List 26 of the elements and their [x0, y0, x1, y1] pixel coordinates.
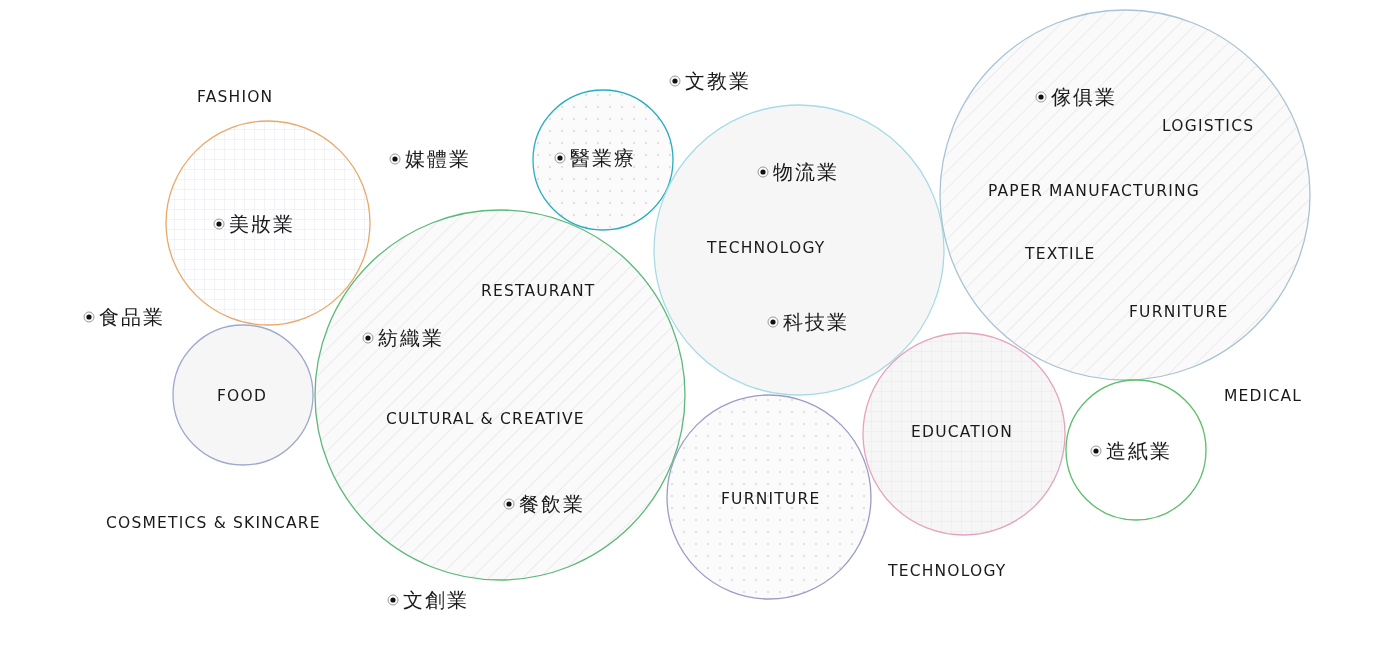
category-label: TECHNOLOGY	[707, 241, 826, 257]
category-label: MEDICAL	[1224, 389, 1303, 405]
category-label: PAPER MANUFACTURING	[988, 184, 1200, 200]
category-label: FURNITURE	[1129, 305, 1229, 321]
industry-label: 媒體業	[405, 149, 471, 169]
industry-label: 傢俱業	[1051, 87, 1117, 107]
industry-label: 科技業	[783, 312, 849, 332]
industry-label: 美妝業	[229, 214, 295, 234]
category-label: FASHION	[197, 90, 274, 106]
industry-label: 醫業療	[570, 148, 636, 168]
category-label: TECHNOLOGY	[888, 564, 1007, 580]
industry-label: 文創業	[403, 590, 469, 610]
category-label: RESTAURANT	[481, 284, 596, 300]
industry-label: 餐飲業	[519, 494, 585, 514]
category-label: FOOD	[216, 389, 268, 405]
industry-label: 文教業	[685, 71, 751, 91]
industry-label: 紡織業	[378, 328, 444, 348]
category-label: COSMETICS & SKINCARE	[106, 516, 321, 532]
industry-label: 食品業	[99, 307, 165, 327]
industry-label: 造紙業	[1106, 441, 1172, 461]
category-label: TEXTILE	[1025, 247, 1096, 263]
category-label: FURNITURE	[721, 492, 821, 508]
industry-label: 物流業	[773, 162, 839, 182]
category-label: EDUCATION	[911, 425, 1013, 441]
category-label: CULTURAL & CREATIVE	[386, 412, 585, 428]
category-label: LOGISTICS	[1162, 119, 1255, 135]
